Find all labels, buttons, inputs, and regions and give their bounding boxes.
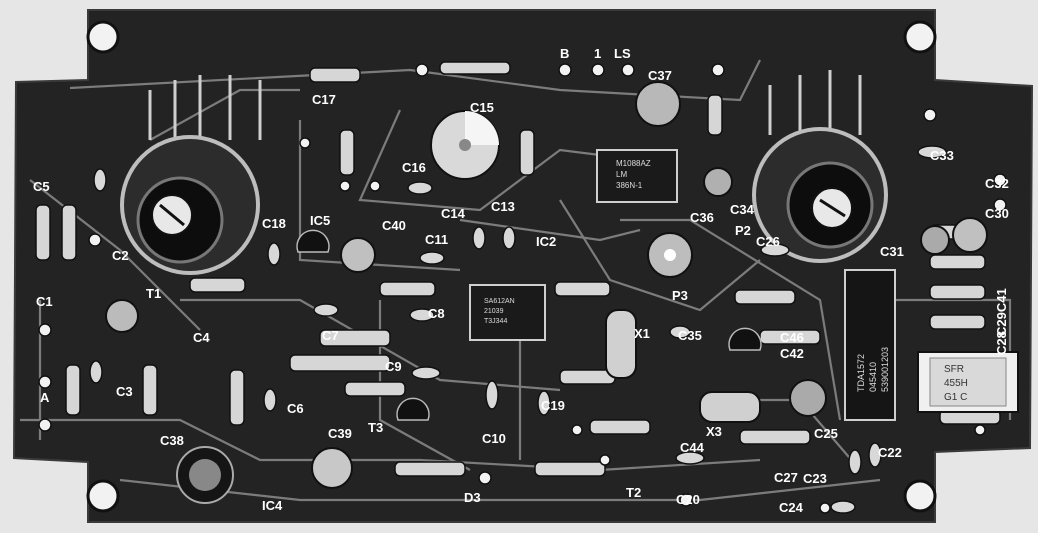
svg-text:P3: P3 — [672, 288, 688, 303]
svg-text:C29C41: C29C41 — [994, 288, 1009, 336]
svg-text:C42: C42 — [780, 346, 804, 361]
svg-text:C22: C22 — [878, 445, 902, 460]
svg-text:C8: C8 — [428, 306, 445, 321]
svg-text:T2: T2 — [626, 485, 641, 500]
silkscreen-labels: C17 C15 C37 C16 C14 C13 IC2 C36 C34 C33 … — [33, 46, 1009, 515]
svg-text:C40: C40 — [382, 218, 406, 233]
svg-text:T3: T3 — [368, 420, 383, 435]
svg-text:SFR: SFR — [944, 364, 964, 375]
transistors — [296, 229, 762, 421]
svg-text:IC4: IC4 — [262, 498, 283, 513]
svg-text:455H: 455H — [944, 378, 968, 389]
svg-text:C46: C46 — [780, 330, 804, 345]
svg-text:C34: C34 — [730, 202, 755, 217]
svg-text:M1088AZ: M1088AZ — [616, 159, 651, 168]
svg-text:C15: C15 — [470, 100, 494, 115]
crystals — [605, 309, 761, 423]
svg-text:LS: LS — [614, 46, 631, 61]
svg-text:C3: C3 — [116, 384, 133, 399]
svg-text:C24: C24 — [779, 500, 804, 515]
ic2-marking: M1088AZ LM 386N-1 — [616, 159, 651, 190]
svg-text:C14: C14 — [441, 206, 466, 221]
svg-text:C36: C36 — [690, 210, 714, 225]
svg-text:386N-1: 386N-1 — [616, 181, 643, 190]
svg-text:T1: T1 — [146, 286, 161, 301]
svg-text:C4: C4 — [193, 330, 210, 345]
svg-text:C18: C18 — [262, 216, 286, 231]
svg-text:C25: C25 — [814, 426, 838, 441]
coil-cans — [120, 127, 888, 275]
svg-text:G1 C: G1 C — [944, 392, 967, 403]
potentiometers — [647, 232, 693, 278]
trimmer-capacitor — [430, 110, 500, 180]
svg-text:C37: C37 — [648, 68, 672, 83]
svg-text:B: B — [560, 46, 569, 61]
right-ic-marking: TDA1572 045410 539001203 — [856, 347, 890, 392]
svg-text:C32: C32 — [985, 176, 1009, 191]
svg-text:C38: C38 — [160, 433, 184, 448]
svg-text:D3: D3 — [464, 490, 481, 505]
svg-text:C39: C39 — [328, 426, 352, 441]
svg-text:C44: C44 — [680, 440, 705, 455]
svg-text:C17: C17 — [312, 92, 336, 107]
svg-text:C27: C27 — [774, 470, 798, 485]
svg-text:C11: C11 — [425, 232, 448, 247]
svg-text:X3: X3 — [706, 424, 722, 439]
svg-text:C26: C26 — [756, 234, 780, 249]
svg-text:C23: C23 — [803, 471, 827, 486]
svg-text:C19: C19 — [541, 398, 565, 413]
svg-text:C28: C28 — [994, 331, 1009, 355]
svg-text:TDA1572: TDA1572 — [856, 354, 866, 392]
svg-text:C35: C35 — [678, 328, 702, 343]
ceramic-capacitors — [89, 145, 947, 514]
integrated-circuits — [469, 149, 896, 421]
svg-text:C2: C2 — [112, 248, 129, 263]
svg-text:C33: C33 — [930, 148, 954, 163]
svg-text:IC2: IC2 — [536, 234, 556, 249]
svg-text:21039: 21039 — [484, 308, 504, 315]
mounting-holes — [86, 20, 937, 513]
svg-text:C16: C16 — [402, 160, 426, 175]
svg-text:IC5: IC5 — [310, 213, 330, 228]
svg-text:C6: C6 — [287, 401, 304, 416]
svg-text:C10: C10 — [482, 431, 506, 446]
svg-text:C9: C9 — [385, 359, 402, 374]
svg-text:1: 1 — [594, 46, 601, 61]
electrolytic-capacitors — [105, 81, 988, 504]
svg-text:C30: C30 — [985, 206, 1009, 221]
svg-text:SA612AN: SA612AN — [484, 298, 515, 305]
svg-text:C13: C13 — [491, 199, 515, 214]
svg-text:C7: C7 — [322, 328, 339, 343]
svg-text:539001203: 539001203 — [880, 347, 890, 392]
svg-text:X1: X1 — [634, 326, 650, 341]
coil-formers — [148, 70, 862, 140]
svg-text:P2: P2 — [735, 223, 751, 238]
svg-text:LM: LM — [616, 170, 627, 179]
svg-text:T3J344: T3J344 — [484, 318, 507, 325]
svg-text:C5: C5 — [33, 179, 50, 194]
solder-pads — [38, 63, 1007, 514]
center-ic-marking: SA612AN 21039 T3J344 — [484, 298, 515, 325]
ceramic-filter: SFR 455H G1 C — [917, 351, 1019, 413]
svg-text:C20: C20 — [676, 492, 700, 507]
svg-text:C31: C31 — [880, 244, 904, 259]
svg-text:A: A — [40, 390, 50, 405]
svg-text:C1: C1 — [36, 294, 53, 309]
svg-text:045410: 045410 — [868, 362, 878, 392]
